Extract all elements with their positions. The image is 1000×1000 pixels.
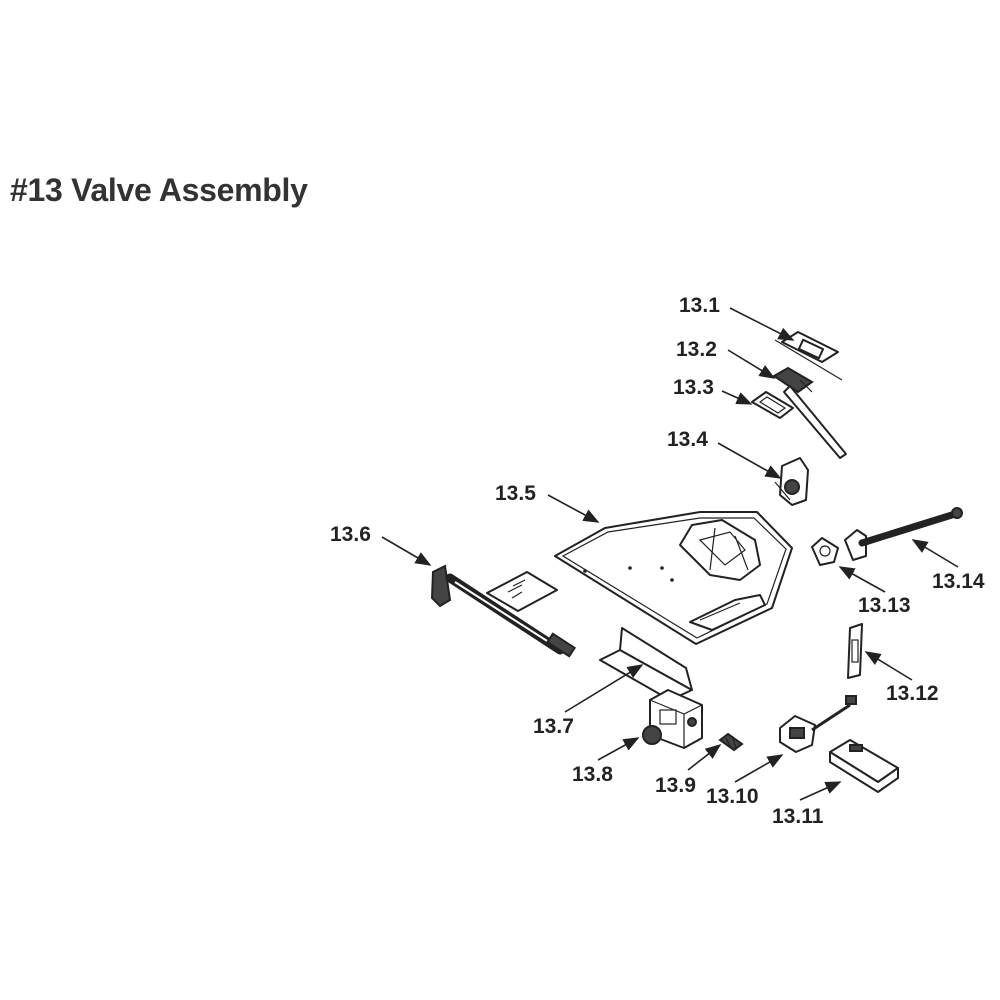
part-13-7-mounting-bracket <box>599 627 693 701</box>
leader-13-7 <box>564 664 644 713</box>
diagram-title: #13 Valve Assembly <box>10 172 308 208</box>
label-13-7: 13.7 <box>533 715 574 738</box>
part-13-13-gasket <box>811 537 839 566</box>
part-13-14-thermocouple <box>844 507 963 561</box>
part-13-10-ignition-module <box>779 695 857 753</box>
part-13-12-cover-plate <box>847 623 863 679</box>
part-13-8-gas-valve <box>642 689 703 749</box>
part-13-11-receiver <box>829 739 899 793</box>
part-13-9-fitting <box>718 732 744 752</box>
leader-13-2 <box>727 349 776 379</box>
label-13-11: 13.11 <box>772 805 824 828</box>
label-13-3: 13.3 <box>673 376 714 399</box>
leader-13-4 <box>717 442 782 479</box>
leader-13-10 <box>734 754 784 783</box>
label-13-14: 13.14 <box>932 570 985 593</box>
label-13-12: 13.12 <box>886 682 939 705</box>
leader-13-11 <box>799 781 842 801</box>
leader-13-1 <box>729 307 795 341</box>
leader-13-3 <box>721 390 753 405</box>
leader-13-12 <box>864 651 913 681</box>
part-13-5-valve-tray <box>554 511 793 645</box>
leader-13-13 <box>838 566 886 593</box>
label-13-9: 13.9 <box>655 774 696 797</box>
leader-13-9 <box>687 744 722 771</box>
label-13-1: 13.1 <box>679 294 720 317</box>
part-13-2-electrode <box>772 366 847 459</box>
label-13-2: 13.2 <box>676 338 717 361</box>
label-13-8: 13.8 <box>572 763 613 786</box>
leader-13-6 <box>381 536 432 566</box>
part-13-4-pilot-bracket <box>774 457 809 506</box>
label-13-13: 13.13 <box>858 594 911 617</box>
leader-13-8 <box>597 737 640 761</box>
label-13-4: 13.4 <box>667 428 708 451</box>
leader-13-5 <box>547 494 600 523</box>
label-13-5: 13.5 <box>495 482 536 505</box>
label-13-10: 13.10 <box>706 785 759 808</box>
part-13-3-gasket <box>751 391 794 419</box>
part-13-6-gas-line <box>430 564 577 658</box>
leader-13-14 <box>911 539 959 568</box>
label-13-6: 13.6 <box>330 523 371 546</box>
